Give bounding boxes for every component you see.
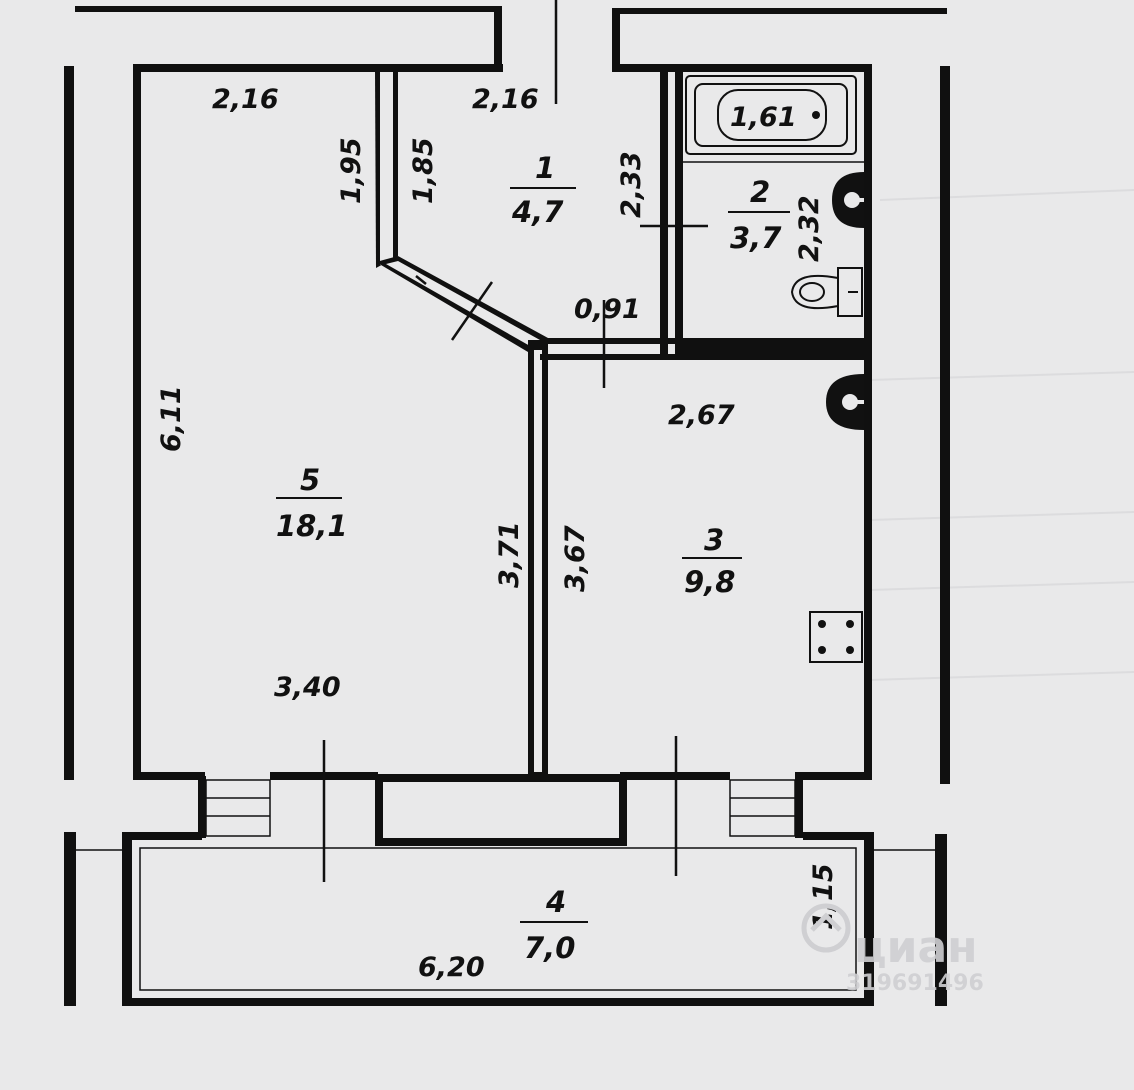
watermark-brand: циан bbox=[854, 922, 978, 973]
dim-room1-right: 2,33 bbox=[616, 151, 647, 218]
watermark-logo-icon bbox=[801, 903, 851, 953]
stove-icon bbox=[809, 611, 863, 663]
room-5-number: 5 bbox=[300, 463, 320, 497]
dim-room3-left: 3,67 bbox=[560, 525, 591, 592]
bathtub-dimension: 1,61 bbox=[730, 102, 797, 133]
watermark: циан 319691496 bbox=[801, 903, 984, 996]
room-5-area: 18,1 bbox=[276, 509, 348, 543]
dim-room1-side-upper: 1,85 bbox=[408, 137, 439, 204]
dim-room5-left: 6,11 bbox=[156, 385, 187, 452]
room-1-number: 1 bbox=[535, 151, 555, 185]
exterior-walls bbox=[64, 6, 950, 846]
dim-room5-top: 2,16 bbox=[212, 84, 279, 115]
room-4-area: 7,0 bbox=[524, 931, 575, 965]
kitchen-sink-icon bbox=[826, 374, 864, 430]
fraction-lines bbox=[276, 187, 790, 923]
dim-room2-right: 2,32 bbox=[794, 195, 825, 262]
toilet-icon bbox=[790, 267, 863, 317]
dim-room1-top: 2,16 bbox=[472, 84, 539, 115]
room-1-area: 4,7 bbox=[511, 195, 564, 229]
room-3-area: 9,8 bbox=[684, 565, 735, 599]
room-4-number: 4 bbox=[545, 885, 566, 919]
balcony bbox=[64, 832, 947, 1006]
bathtub: 1,61 bbox=[685, 75, 857, 155]
sink-icon bbox=[832, 172, 864, 228]
dim-corridor-gap: 0,91 bbox=[574, 294, 641, 325]
dim-room3-top: 2,67 bbox=[668, 400, 735, 431]
dim-room5-bottom: 3,40 bbox=[274, 672, 341, 703]
dim-room5-side-upper: 1,95 bbox=[336, 137, 367, 204]
bottom-openings bbox=[198, 776, 803, 838]
dim-room5-right: 3,71 bbox=[494, 521, 525, 588]
interior-walls bbox=[375, 70, 870, 774]
dimension-ticks bbox=[322, 0, 708, 882]
dimension-labels: 2,16 2,16 2,67 0,91 3,40 6,20 1,95 1,85 … bbox=[156, 84, 839, 983]
room-2-number: 2 bbox=[750, 175, 770, 209]
room-labels: 1 4,7 2 3,7 3 9,8 4 7,0 5 18,1 bbox=[276, 151, 782, 965]
paper-lines bbox=[869, 189, 1134, 681]
watermark-code: 319691496 bbox=[846, 971, 984, 996]
dim-balcony-width: 6,20 bbox=[418, 952, 485, 983]
room-3-number: 3 bbox=[704, 523, 724, 557]
room-2-area: 3,7 bbox=[730, 221, 782, 255]
